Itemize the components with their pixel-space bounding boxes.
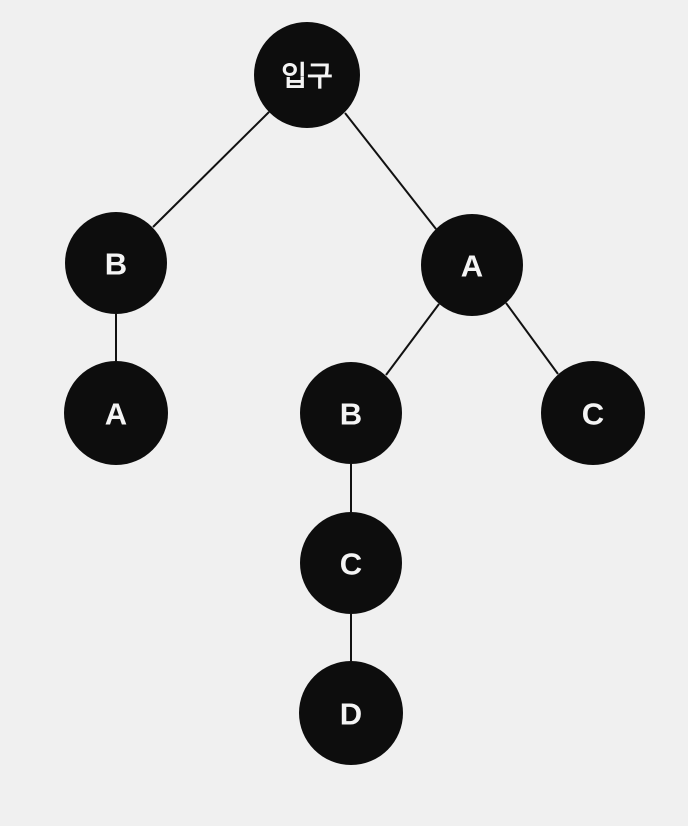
node-circle[interactable] [421,214,523,316]
node-label: D [340,697,362,732]
node-circle[interactable] [541,361,645,465]
edges-group [115,111,559,661]
tree-edge [505,302,559,375]
node-circle[interactable] [64,361,168,465]
node-label: C [340,547,362,582]
node-label: B [105,247,127,282]
node-circle[interactable] [254,22,360,128]
tree-edge [152,111,270,228]
tree-node-c[interactable]: C [541,361,645,465]
tree-node-입구[interactable]: 입구 [254,22,360,128]
tree-edge [344,112,437,230]
tree-node-b[interactable]: B [300,362,402,464]
tree-node-c[interactable]: C [300,512,402,614]
node-circle[interactable] [65,212,167,314]
node-circle[interactable] [300,512,402,614]
node-label: B [340,397,362,432]
node-label: A [105,397,127,432]
tree-node-d[interactable]: D [299,661,403,765]
node-label: A [461,249,483,284]
tree-node-a[interactable]: A [421,214,523,316]
node-label: 입구 [281,60,333,93]
tree-edge [385,303,440,376]
node-circle[interactable] [300,362,402,464]
node-circle[interactable] [299,661,403,765]
node-label: C [582,397,604,432]
tree-node-a[interactable]: A [64,361,168,465]
nodes-group: 입구 B A A B C C D [64,22,645,765]
tree-node-b[interactable]: B [65,212,167,314]
